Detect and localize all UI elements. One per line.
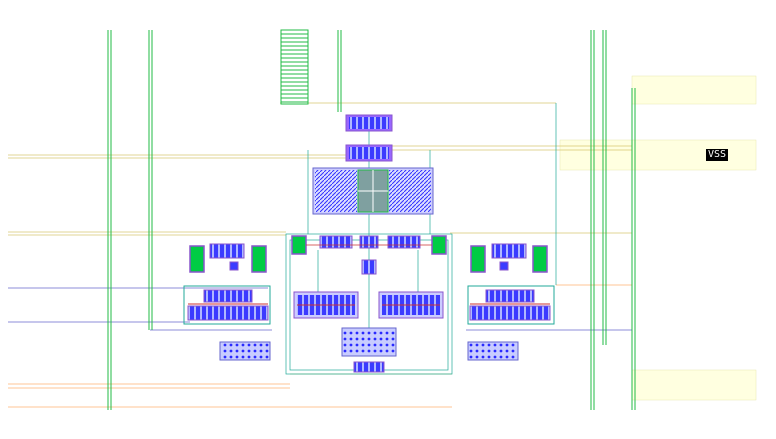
transistor-top-2[interactable] [345,144,393,162]
power-ladder[interactable] [280,29,309,105]
transistor-mid-left[interactable] [293,291,359,319]
nwell-region-top[interactable] [631,75,757,105]
transistor-mid-right[interactable] [378,291,444,319]
left-cell[interactable] [183,243,271,361]
nwell-region-bottom[interactable] [631,369,757,401]
vertical-rails [107,30,636,410]
transistor-top-1[interactable] [345,114,393,132]
bottom-center-array[interactable] [341,327,397,373]
device-row-mid[interactable] [291,235,447,275]
right-cell[interactable] [467,243,555,361]
diff-pair-array[interactable] [312,167,434,215]
horizontal-routes [8,102,632,408]
vss-net-label: VSS [706,149,729,161]
signal-routes [8,287,632,331]
